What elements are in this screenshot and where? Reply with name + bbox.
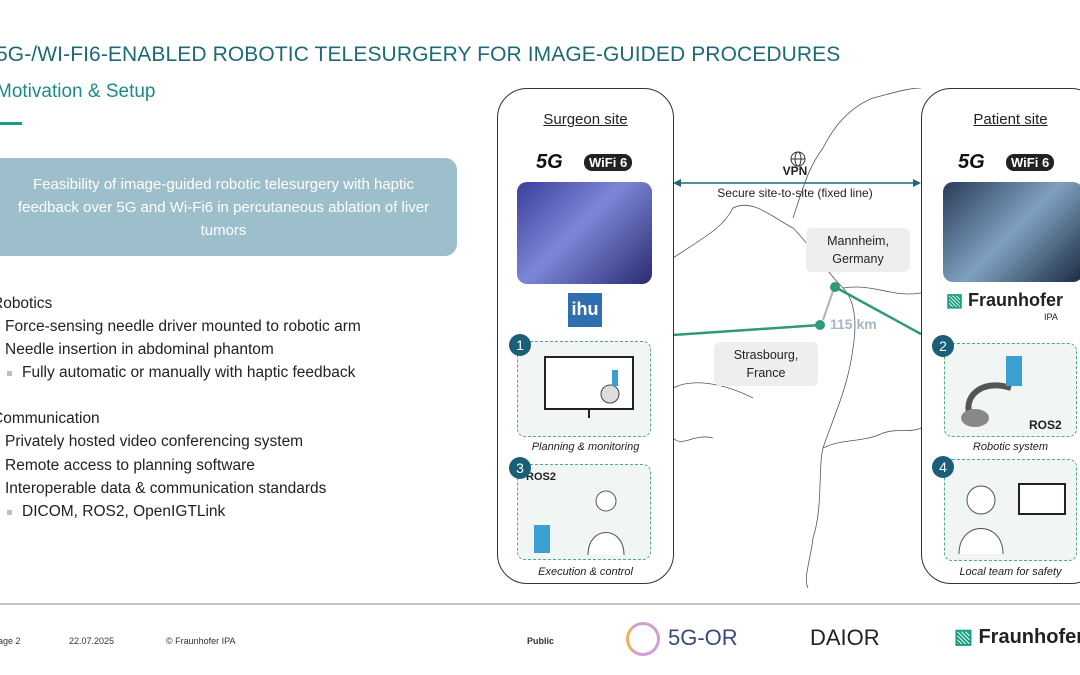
step-robotic-system: ROS2 bbox=[944, 343, 1077, 437]
ihu-logo: ihu bbox=[568, 293, 602, 327]
ros2-logo: ROS2 bbox=[1029, 418, 1062, 432]
location-mannheim: Mannheim, Germany bbox=[806, 228, 910, 272]
slide-title: 5G-/WI-FI6-ENABLED ROBOTIC TELESURGERY F… bbox=[0, 43, 841, 66]
footer-classification: Public bbox=[527, 636, 555, 646]
ipa-label: IPA bbox=[1044, 312, 1058, 322]
step-local-team bbox=[944, 459, 1077, 561]
distance-arrow bbox=[822, 290, 834, 321]
section-heading: Communication bbox=[0, 410, 100, 427]
sub-bullet: Fully automatic or manually with haptic … bbox=[6, 364, 356, 381]
operating-room-photo bbox=[517, 182, 652, 284]
bullet: Privately hosted video conferencing syst… bbox=[5, 433, 304, 450]
monitor-illustration bbox=[544, 356, 634, 418]
bullet: Remote access to planning software bbox=[5, 457, 255, 474]
surgeon-site-panel: Surgeon site 5G WiFi 6 ihu 1 Planning & … bbox=[497, 88, 674, 584]
vpn-description: Secure site-to-site (fixed line) bbox=[717, 186, 873, 200]
bullet: Interoperable data & communication stand… bbox=[5, 480, 327, 497]
page-number: Page 2 bbox=[0, 636, 21, 646]
step-caption: Execution & control bbox=[538, 566, 633, 578]
location-strasbourg: Strasbourg, France bbox=[714, 342, 818, 386]
wifi6-logo: WiFi 6 bbox=[1006, 154, 1055, 172]
accent-bar bbox=[0, 122, 22, 125]
fraunhofer-logo: ▧ Fraunhofer bbox=[946, 290, 1064, 310]
step-number: 2 bbox=[932, 335, 954, 357]
sub-bullet: DICOM, ROS2, OpenIGTLink bbox=[6, 503, 226, 520]
strasbourg-dot bbox=[815, 320, 825, 330]
footer-divider bbox=[0, 603, 1080, 605]
5g-logo: 5G bbox=[536, 151, 563, 173]
mannheim-dot bbox=[830, 282, 840, 292]
5g-or-logo: 5G-OR bbox=[668, 625, 738, 650]
bullet: Needle insertion in abdominal phantom bbox=[5, 341, 274, 358]
distance-label: 115 km bbox=[830, 316, 877, 332]
step-planning bbox=[517, 341, 651, 437]
surgeon-site-title: Surgeon site bbox=[543, 111, 628, 128]
step-number: 3 bbox=[509, 457, 531, 479]
daior-logo: DAIOR bbox=[810, 625, 880, 650]
team-illustration bbox=[958, 483, 1066, 554]
robot-illustration bbox=[961, 356, 1022, 427]
step-caption: Planning & monitoring bbox=[531, 441, 640, 453]
link-line-surgeon bbox=[673, 323, 821, 337]
step-number: 1 bbox=[509, 334, 531, 356]
bullet: Force-sensing needle driver mounted to r… bbox=[5, 318, 361, 335]
operating-room-photo bbox=[943, 182, 1080, 282]
step-caption: Robotic system bbox=[972, 441, 1049, 453]
step-execution: ROS2 bbox=[517, 464, 651, 560]
step-number: 4 bbox=[932, 456, 954, 478]
step-caption: Local team for safety bbox=[959, 566, 1062, 578]
link-line-patient bbox=[834, 285, 921, 336]
operator-illustration bbox=[534, 490, 625, 555]
map-outline bbox=[673, 88, 921, 588]
5g-or-logo-ring bbox=[626, 622, 660, 656]
patient-site-title: Patient site bbox=[973, 111, 1048, 128]
footer-copyright: © Fraunhofer IPA bbox=[166, 636, 236, 646]
patient-site-panel: Patient site 5G WiFi 6 ▧ Fraunhofer IPA … bbox=[921, 88, 1080, 584]
slide-subtitle: Motivation & Setup bbox=[0, 81, 156, 102]
ros2-logo: ROS2 bbox=[526, 471, 556, 483]
fraunhofer-footer-logo: ▧ Fraunhofer bbox=[954, 626, 1080, 648]
5g-logo: 5G bbox=[958, 151, 985, 173]
callout-box: Feasibility of image-guided robotic tele… bbox=[0, 158, 457, 256]
vpn-label: VPN bbox=[782, 164, 808, 178]
footer-date: 22.07.2025 bbox=[69, 636, 115, 646]
wifi6-logo: WiFi 6 bbox=[584, 154, 633, 172]
